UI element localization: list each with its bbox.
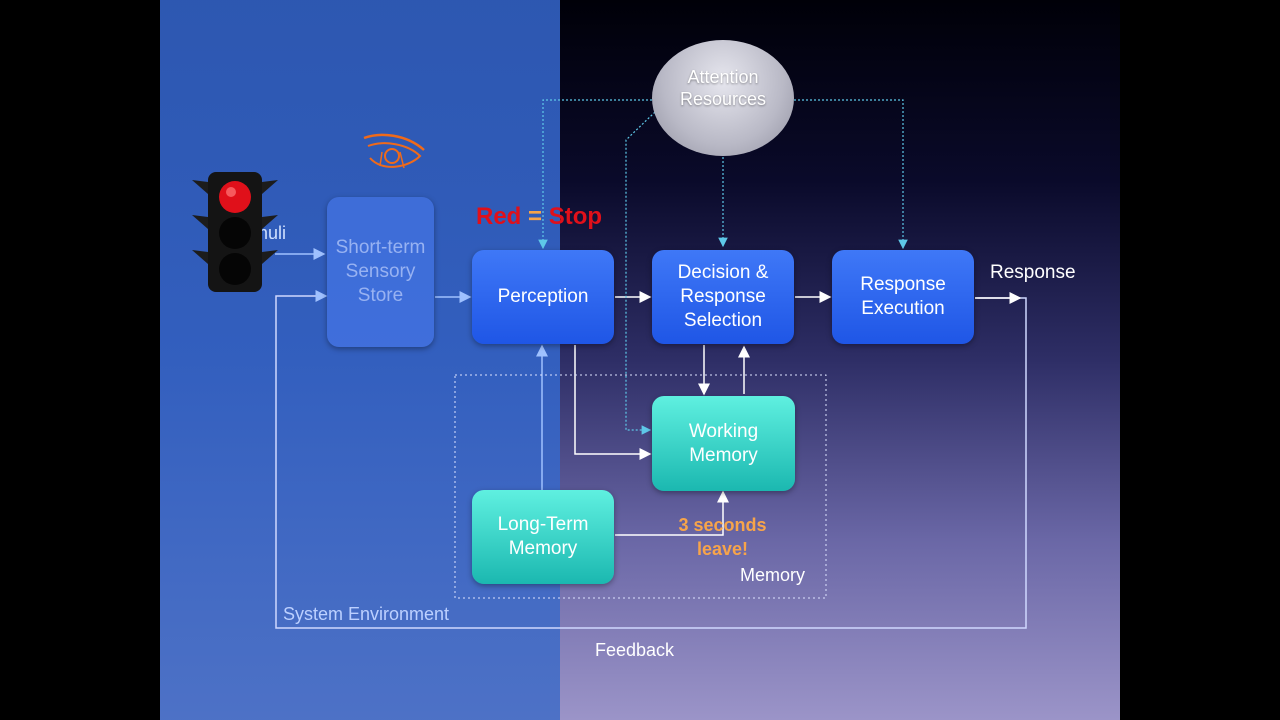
working-memory-box: Working Memory bbox=[652, 396, 795, 491]
execution-box: Response Execution bbox=[832, 250, 974, 344]
attention-to-execution-link bbox=[794, 99, 908, 250]
decision-box: Decision & Response Selection bbox=[652, 250, 794, 344]
eye-icon bbox=[363, 133, 425, 169]
memory-group-box bbox=[454, 374, 827, 599]
blue-overlay bbox=[160, 0, 560, 720]
attention-resources-label: Attention Resources bbox=[679, 67, 767, 109]
stop-word: Stop bbox=[548, 203, 603, 230]
sensory-store-box: Short-term Sensory Store bbox=[327, 197, 434, 347]
attention-to-wm-link bbox=[625, 111, 656, 435]
diagram-slide: Attention Resources Short-term Sensory S… bbox=[160, 0, 1120, 720]
perception-box: Perception bbox=[472, 250, 614, 344]
response-label: Response bbox=[990, 262, 1076, 283]
long-term-memory-label: Long-Term Memory bbox=[497, 514, 589, 559]
ltm-to-wm-arrow bbox=[615, 490, 729, 536]
connection-lines bbox=[275, 99, 1027, 629]
feedback-label: Feedback bbox=[595, 640, 675, 660]
red-equals-stop-annotation: Red = Stop bbox=[476, 203, 602, 231]
attention-resources-node: Attention Resources bbox=[652, 40, 794, 156]
system-environment-label: System Environment bbox=[283, 604, 450, 624]
execution-label: Response Execution bbox=[860, 274, 946, 319]
attention-to-perception-link bbox=[538, 99, 652, 250]
red-word: Red bbox=[476, 203, 522, 230]
perception-to-wm-arrow bbox=[574, 345, 652, 460]
sensory-store-label: Short-term Sensory Store bbox=[335, 237, 426, 306]
equals-sign: = bbox=[528, 203, 543, 230]
three-seconds-annotation: 3 seconds leave! bbox=[678, 515, 767, 559]
decision-label: Decision & Response Selection bbox=[677, 262, 769, 331]
memory-group-label: Memory bbox=[740, 565, 806, 585]
perception-label: Perception bbox=[497, 286, 589, 307]
traffic-light-icon bbox=[192, 172, 278, 292]
long-term-memory-box: Long-Term Memory bbox=[472, 490, 614, 584]
working-memory-label: Working Memory bbox=[688, 420, 759, 466]
